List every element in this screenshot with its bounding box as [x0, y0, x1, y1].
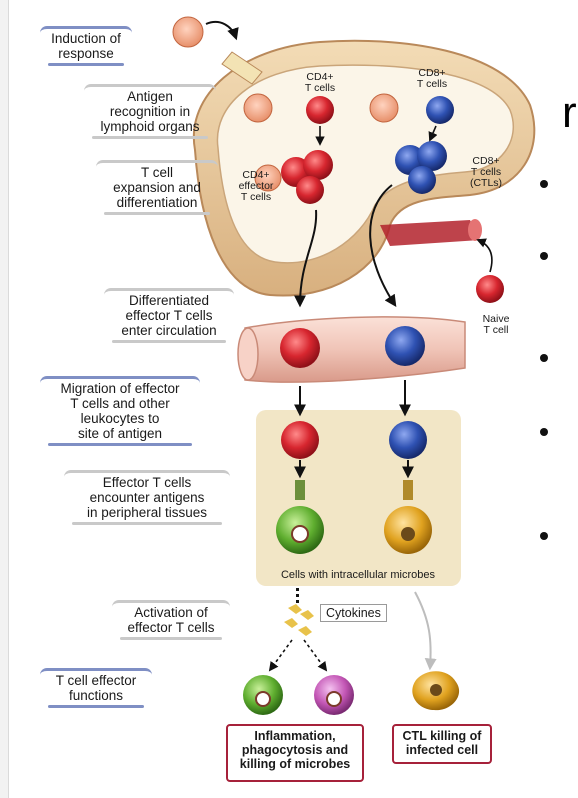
- caption-cd8-ctls: CD8+ T cells (CTLs): [469, 155, 503, 189]
- caption-cd8-t-cells: CD8+ T cells: [416, 67, 448, 90]
- step-effector-functions: T cell effector functions: [40, 668, 152, 708]
- step-antigen-recognition: Antigen recognition in lymphoid organs: [84, 84, 216, 139]
- step-encounter-antigens: Effector T cells encounter antigens in p…: [64, 470, 230, 525]
- dendritic-cell: [172, 16, 399, 192]
- cd8-cell: [395, 96, 454, 194]
- bullet-dot: [540, 532, 548, 540]
- caption-cd4-effector: CD4+ effector T cells: [238, 169, 274, 203]
- cytokines-cluster: [284, 588, 314, 636]
- node-blood-vessel: [380, 219, 482, 246]
- outcome-inflammation-box: Inflammation, phagocytosis and killing o…: [226, 724, 364, 782]
- bullet-dot: [540, 252, 548, 260]
- step-enter-circulation: Differentiated effector T cells enter ci…: [104, 288, 234, 343]
- caption-naive-t-cell: Naive T cell: [482, 313, 510, 336]
- slide-fragment-text: r: [562, 88, 577, 137]
- outcome-ctl-killing-box: CTL killing of infected cell: [392, 724, 492, 764]
- page-left-edge: [0, 0, 9, 798]
- step-activation: Activation of effector T cells: [112, 600, 230, 640]
- effector-cells: [243, 671, 460, 715]
- step-expansion-differentiation: T cell expansion and differentiation: [96, 160, 218, 215]
- caption-intracellular-microbes: Cells with intracellular microbes: [280, 569, 436, 581]
- peripheral-tissue: [256, 410, 461, 586]
- step-migration: Migration of effector T cells and other …: [40, 376, 200, 446]
- cytokines-label: Cytokines: [320, 604, 387, 622]
- caption-cd4-t-cells: CD4+ T cells: [304, 71, 336, 94]
- naive-t-cell: [476, 275, 504, 303]
- circulation-vessel: [237, 316, 466, 383]
- step-induction-of-response: Induction of response: [40, 26, 132, 66]
- cd4-cell: [281, 96, 334, 204]
- bullet-dot: [540, 428, 548, 436]
- bullet-dot: [540, 180, 548, 188]
- bullet-dot: [540, 354, 548, 362]
